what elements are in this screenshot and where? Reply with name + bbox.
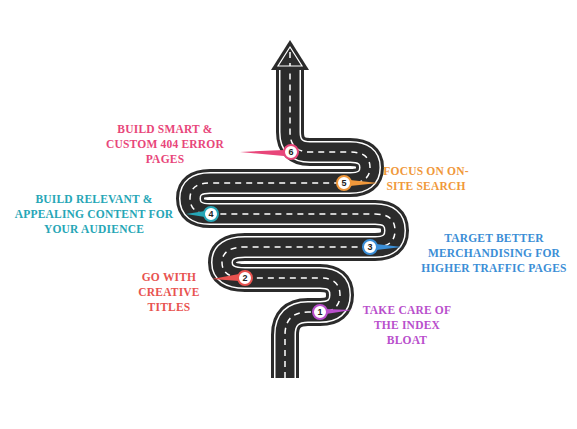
road-arrowhead-edge (278, 47, 302, 66)
callout-number: 4 (208, 210, 213, 219)
step-label: TAKE CARE OF THE INDEX BLOAT (357, 303, 457, 348)
step-marker: 2 (237, 270, 253, 286)
road-body (190, 66, 395, 378)
step-marker: 6 (283, 144, 299, 160)
callout-number: 1 (317, 308, 322, 317)
callout-number: 5 (341, 179, 346, 188)
pin-leader (326, 309, 352, 314)
step-marker: 4 (203, 206, 219, 222)
step-label: FOCUS ON ON-SITE SEARCH (382, 164, 470, 194)
road-arrowhead (271, 40, 309, 70)
pin-leader (240, 150, 284, 156)
step-marker: 3 (362, 239, 378, 255)
callout-number: 3 (367, 243, 372, 252)
callout-number: 2 (242, 274, 247, 283)
pin-leader (376, 244, 402, 250)
pin-leader (212, 274, 239, 281)
road-edge (190, 66, 395, 378)
callout-number: 6 (288, 148, 293, 157)
road-centre-line (289, 52, 291, 66)
pin-leader (350, 180, 378, 186)
step-marker: 1 (312, 304, 328, 320)
road-centre-line (190, 66, 395, 378)
step-marker: 5 (336, 175, 352, 191)
step-label: BUILD RELEVANT & APPEALING CONTENT FOR Y… (4, 192, 184, 237)
step-label: TARGET BETTER MERCHANDISING FOR HIGHER T… (416, 231, 572, 276)
step-label: GO WITH CREATIVE TITLES (128, 270, 210, 315)
step-label: BUILD SMART & CUSTOM 404 ERROR PAGES (92, 122, 238, 167)
road-surface (190, 66, 395, 378)
